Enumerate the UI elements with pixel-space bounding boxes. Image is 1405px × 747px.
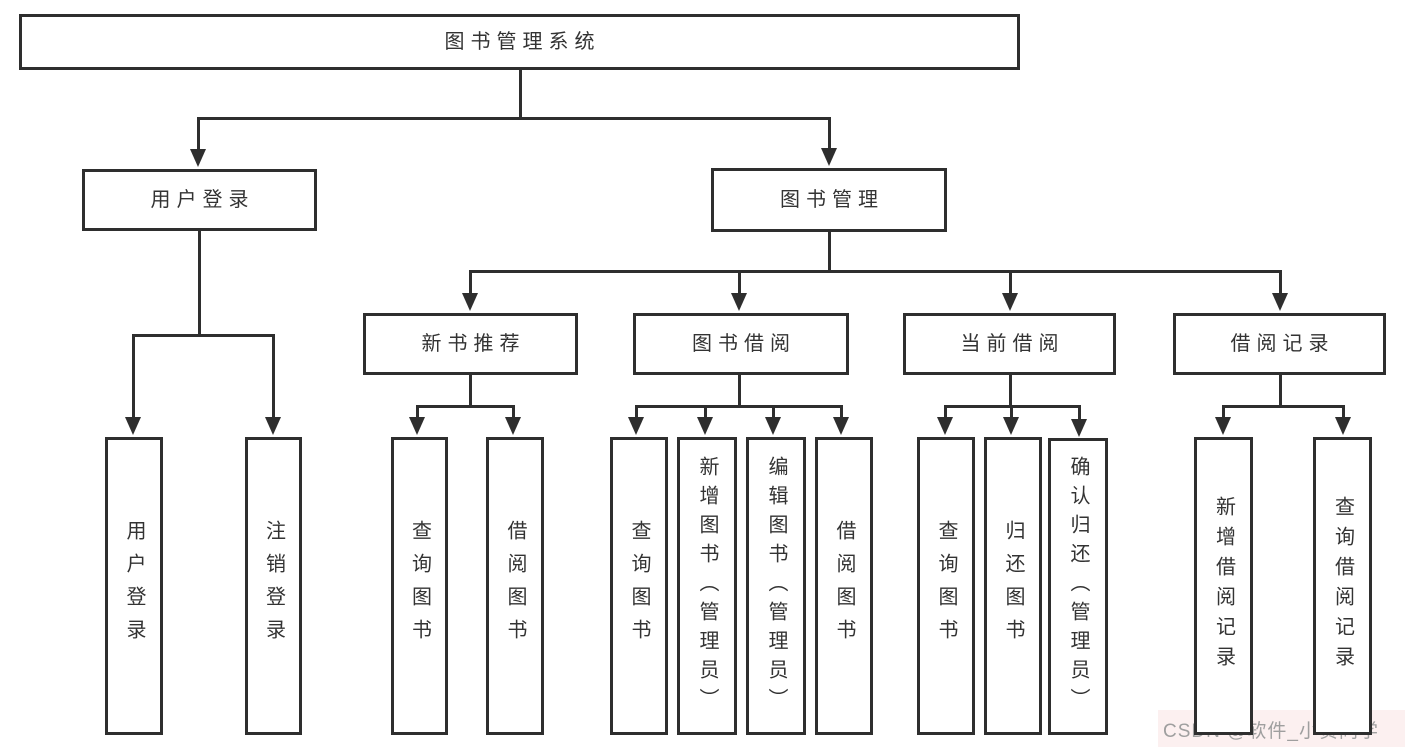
node-borrow-books-borrowing: 借阅图书 — [815, 437, 873, 735]
node-edit-books-admin: 编辑图书（管理员） — [746, 437, 806, 735]
connector-line — [827, 231, 831, 272]
arrow-down-icon — [628, 417, 644, 435]
node-label: 查询图书 — [935, 520, 957, 652]
node-logout-action: 注销登录 — [245, 437, 302, 735]
arrow-stem — [1009, 405, 1013, 423]
arrow-stem — [511, 405, 515, 423]
connector-line — [634, 404, 843, 408]
arrow-stem — [131, 334, 135, 423]
node-label: 查询借阅记录 — [1331, 496, 1354, 676]
node-book-borrowing: 图书借阅 — [633, 313, 849, 375]
node-query-books-current: 查询图书 — [917, 437, 975, 735]
node-query-books-recommend: 查询图书 — [391, 437, 448, 735]
node-label: 编辑图书（管理员） — [765, 455, 787, 717]
arrow-stem — [703, 405, 707, 423]
arrow-stem — [827, 117, 831, 154]
arrow-down-icon — [1002, 293, 1018, 311]
node-label: 新增借阅记录 — [1212, 496, 1235, 676]
node-add-books-admin: 新增图书（管理员） — [677, 437, 737, 735]
arrow-stem — [737, 271, 741, 299]
arrow-down-icon — [1272, 293, 1288, 311]
arrow-stem — [771, 405, 775, 423]
node-borrow-books-recommend: 借阅图书 — [486, 437, 544, 735]
node-confirm-return-admin: 确认归还（管理员） — [1048, 438, 1108, 735]
arrow-stem — [634, 405, 638, 423]
arrow-stem — [1077, 405, 1081, 425]
arrow-down-icon — [1071, 419, 1087, 437]
arrow-stem — [271, 334, 275, 423]
node-label: 确认归还（管理员） — [1067, 456, 1089, 717]
node-book-management: 图书管理 — [711, 168, 947, 232]
node-query-borrow-record: 查询借阅记录 — [1313, 437, 1372, 735]
arrow-stem — [468, 271, 472, 299]
node-label: 用户登录 — [150, 189, 255, 211]
arrow-stem — [1278, 271, 1282, 299]
node-current-borrowing: 当前借阅 — [903, 313, 1116, 375]
arrow-stem — [1221, 405, 1225, 423]
node-user-login-action: 用户登录 — [105, 437, 163, 735]
node-query-books-borrowing: 查询图书 — [610, 437, 668, 735]
arrow-down-icon — [125, 417, 141, 435]
arrow-down-icon — [1335, 417, 1351, 435]
connector-line — [518, 70, 522, 118]
connector-line — [1221, 404, 1345, 408]
node-label: 图书管理系统 — [444, 31, 601, 53]
arrow-down-icon — [1215, 417, 1231, 435]
node-label: 新书推荐 — [421, 333, 526, 355]
arrow-down-icon — [731, 293, 747, 311]
node-label: 当前借阅 — [960, 333, 1065, 355]
node-label: 查询图书 — [628, 520, 650, 652]
connector-line — [468, 270, 1282, 273]
connector-line — [197, 231, 201, 335]
arrow-down-icon — [409, 417, 425, 435]
node-label: 归还图书 — [1002, 520, 1024, 652]
node-return-books: 归还图书 — [984, 437, 1042, 735]
arrow-down-icon — [462, 293, 478, 311]
node-borrowing-records: 借阅记录 — [1173, 313, 1386, 375]
connector-line — [131, 333, 275, 337]
arrow-down-icon — [833, 417, 849, 435]
node-user-login: 用户登录 — [82, 169, 317, 231]
arrow-down-icon — [505, 417, 521, 435]
arrow-down-icon — [765, 417, 781, 435]
node-add-borrow-record: 新增借阅记录 — [1194, 437, 1253, 735]
connector-line — [415, 404, 515, 408]
connector-line — [196, 116, 831, 120]
arrow-stem — [415, 405, 419, 423]
node-label: 图书借阅 — [692, 333, 796, 355]
arrow-down-icon — [190, 149, 206, 167]
arrow-stem — [839, 405, 843, 423]
arrow-stem — [196, 117, 200, 155]
arrow-down-icon — [1003, 417, 1019, 435]
arrow-stem — [1341, 405, 1345, 423]
arrow-down-icon — [697, 417, 713, 435]
node-label: 借阅记录 — [1230, 333, 1335, 355]
node-label: 用户登录 — [123, 520, 145, 652]
node-label: 查询图书 — [408, 520, 431, 652]
connector-line — [737, 374, 741, 406]
node-label: 注销登录 — [262, 520, 285, 652]
arrow-stem — [943, 405, 947, 423]
arrow-down-icon — [265, 417, 281, 435]
arrow-down-icon — [937, 417, 953, 435]
connector-line — [1008, 374, 1012, 406]
connector-line — [468, 374, 472, 407]
node-label: 图书管理 — [780, 189, 884, 211]
node-system-root: 图书管理系统 — [19, 14, 1020, 70]
connector-line — [1278, 374, 1282, 406]
arrow-down-icon — [821, 148, 837, 166]
node-new-book-recommend: 新书推荐 — [363, 313, 578, 375]
node-label: 新增图书（管理员） — [696, 455, 718, 717]
arrow-stem — [1008, 271, 1012, 299]
node-label: 借阅图书 — [504, 520, 526, 652]
node-label: 借阅图书 — [833, 520, 855, 652]
